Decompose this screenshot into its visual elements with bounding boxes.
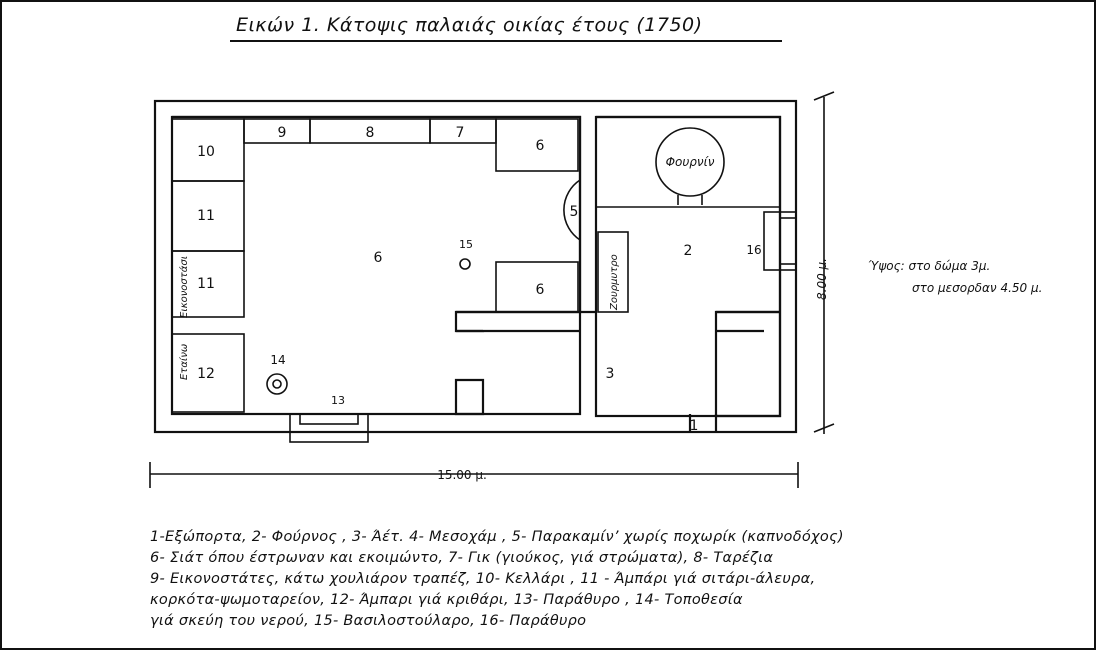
label-1: 1	[690, 418, 699, 434]
label-3: 3	[606, 366, 615, 382]
height-dimension-ticks	[813, 91, 835, 433]
right-partition-wall	[716, 310, 780, 333]
room-11b-box	[171, 250, 245, 318]
height-dimension-label: 8.00 μ.	[815, 258, 829, 300]
label-16: 16	[746, 243, 761, 257]
outer-wall-outer	[153, 99, 798, 434]
legend-line-5: γιά σκεύη του νερού, 15- Βασιλοστούλαρο,…	[150, 613, 587, 629]
label-7: 7	[456, 125, 465, 141]
room-6a-box	[495, 118, 579, 172]
label-6c: 6	[536, 282, 545, 298]
width-dimension-ticks	[149, 462, 799, 488]
legend-line-3: 9- Εικονοστάτες, κάτω χουλιάρον τραπέζ, …	[150, 571, 816, 587]
legend: 1-Εξώπορτα, 2- Φούρνος , 3- Άέτ. 4- Μεσο…	[150, 527, 970, 632]
cover-box	[597, 231, 629, 313]
partition-wall	[456, 310, 596, 333]
stub-wall	[454, 378, 485, 416]
title-underline	[230, 40, 782, 42]
cover-label: Ζουρμυτρο	[609, 254, 620, 311]
label-9: 9	[278, 125, 287, 141]
height-note-line1: Ύψος: στο δώμα 3μ.	[868, 259, 991, 273]
fireplace-5	[563, 179, 581, 241]
legend-line-1: 1-Εξώπορτα, 2- Φούρνος , 3- Άέτ. 4- Μεσο…	[150, 529, 844, 545]
label-11a: 11	[197, 208, 215, 224]
label-6b: 6	[374, 250, 383, 266]
label-5: 5	[570, 204, 579, 220]
legend-line-4: κορκότα-ψωμοταρείον, 12- Άμπαρι γιά κριθ…	[150, 592, 743, 608]
loft-label: Εταίνω	[178, 344, 190, 380]
water-vessel-14	[266, 373, 288, 395]
label-11b: 11	[197, 276, 215, 292]
width-dimension-label: 15.00 μ.	[437, 468, 487, 482]
label-12: 12	[197, 366, 215, 382]
legend-line-2: 6- Σιάτ όπου έστρωναν και εκοιμώντο, 7- …	[150, 550, 774, 566]
floor-plan: 10 11 11 12 9 8 7 6 6 6 5 15 14 13 2 16 …	[149, 91, 835, 488]
label-14: 14	[270, 353, 285, 367]
oven-circle	[655, 127, 725, 197]
window-13-sill	[299, 413, 359, 425]
label-8: 8	[366, 125, 375, 141]
height-note-line2: στο μεσορδαν 4.50 μ.	[912, 281, 1043, 295]
column-15	[459, 258, 471, 270]
oven-stem	[677, 195, 703, 205]
ikonostasis-label: Εικονοστάσι	[178, 256, 190, 318]
label-6a: 6	[536, 138, 545, 154]
label-10: 10	[197, 144, 215, 160]
window-13	[289, 413, 369, 443]
label-13: 13	[331, 394, 345, 407]
entrance-gap	[688, 414, 718, 432]
oven-room-outline	[594, 115, 782, 418]
room-6c-box	[495, 261, 579, 313]
window-16-sill	[779, 217, 797, 265]
oven-label: Φουρνίν	[666, 155, 715, 169]
label-2: 2	[684, 243, 693, 259]
room-12-box	[171, 333, 245, 413]
label-15: 15	[459, 238, 473, 251]
figure-title: Εικών 1. Κάτοψις παλαιάς οικίας έτους (1…	[236, 14, 703, 36]
water-vessel-14-inner	[272, 379, 282, 389]
